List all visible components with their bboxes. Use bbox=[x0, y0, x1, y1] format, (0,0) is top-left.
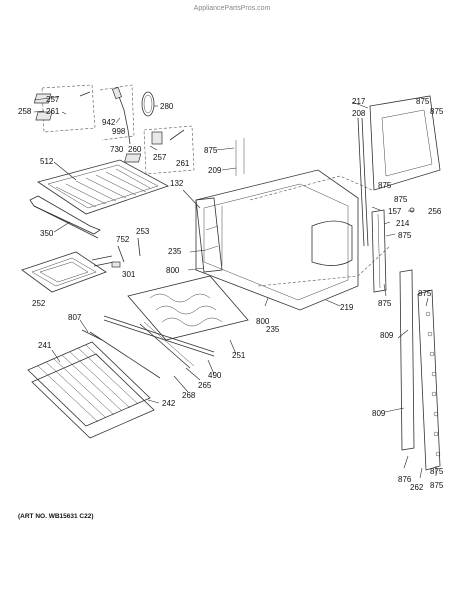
callout-256: 256 bbox=[428, 207, 442, 216]
callout-800: 800 bbox=[166, 266, 180, 275]
callout-265: 265 bbox=[198, 381, 212, 390]
leader-lines bbox=[33, 96, 437, 479]
callout-809-b: 809 bbox=[372, 409, 386, 418]
callout-132: 132 bbox=[170, 179, 184, 188]
callout-807: 807 bbox=[68, 313, 82, 322]
callout-214: 214 bbox=[396, 219, 410, 228]
art-number: (ART NO. WB15631 C22) bbox=[18, 513, 94, 520]
watermark-text: AppliancePartsPros.com bbox=[194, 5, 271, 12]
callout-730: 730 bbox=[110, 145, 124, 154]
callout-875-g: 875 bbox=[378, 299, 392, 308]
callout-258: 258 bbox=[18, 107, 32, 116]
sensor-parts bbox=[111, 237, 141, 268]
callout-209: 209 bbox=[208, 166, 222, 175]
callout-257-b: 257 bbox=[153, 153, 167, 162]
callout-875-e: 875 bbox=[394, 195, 408, 204]
oven-rack bbox=[27, 329, 161, 439]
broiler-pan-assembly bbox=[29, 159, 169, 239]
callout-875-f: 875 bbox=[398, 231, 412, 240]
callout-242: 242 bbox=[162, 399, 176, 408]
callout-875-c: 875 bbox=[430, 107, 444, 116]
callout-875-d: 875 bbox=[378, 181, 392, 190]
callout-490: 490 bbox=[208, 371, 222, 380]
callout-752: 752 bbox=[116, 235, 130, 244]
callout-280: 280 bbox=[160, 102, 174, 111]
callout-251: 251 bbox=[232, 351, 246, 360]
callout-157: 157 bbox=[388, 207, 402, 216]
callout-350: 350 bbox=[40, 229, 54, 238]
callout-261-b: 261 bbox=[176, 159, 190, 168]
callout-875: 875 bbox=[204, 146, 218, 155]
callout-268: 268 bbox=[182, 391, 196, 400]
callout-253: 253 bbox=[136, 227, 150, 236]
callout-875-b: 875 bbox=[416, 97, 430, 106]
callout-875-i: 875 bbox=[430, 467, 444, 476]
callout-235: 235 bbox=[168, 247, 182, 256]
callout-262: 262 bbox=[410, 483, 424, 492]
callout-217: 217 bbox=[352, 97, 366, 106]
callout-241: 241 bbox=[38, 341, 52, 350]
callout-875-j: 875 bbox=[430, 481, 444, 490]
bake-element bbox=[21, 251, 115, 293]
callout-208: 208 bbox=[352, 109, 366, 118]
callout-800-b: 800 bbox=[256, 317, 270, 326]
callout-998: 998 bbox=[112, 127, 126, 136]
callout-809: 809 bbox=[380, 331, 394, 340]
broil-element bbox=[127, 275, 249, 341]
callout-512: 512 bbox=[40, 157, 54, 166]
oven-cavity bbox=[195, 138, 391, 311]
side-rails bbox=[399, 269, 441, 471]
rack-slides bbox=[103, 315, 215, 369]
side-trim bbox=[371, 207, 415, 293]
callout-942: 942 bbox=[102, 118, 116, 127]
callout-260: 260 bbox=[128, 145, 142, 154]
callout-875-h: 875 bbox=[418, 289, 432, 298]
callout-876: 876 bbox=[398, 475, 412, 484]
oven-door bbox=[357, 95, 441, 247]
callout-219: 219 bbox=[340, 303, 354, 312]
callout-235-b: 235 bbox=[266, 325, 280, 334]
callout-301: 301 bbox=[122, 270, 136, 279]
callout-252: 252 bbox=[32, 299, 46, 308]
callout-261: 261 bbox=[46, 107, 60, 116]
callout-labels: 257 258 261 280 942 998 730 260 257 261 … bbox=[18, 95, 444, 492]
probe-parts-inset bbox=[33, 84, 195, 175]
callout-257: 257 bbox=[46, 95, 60, 104]
